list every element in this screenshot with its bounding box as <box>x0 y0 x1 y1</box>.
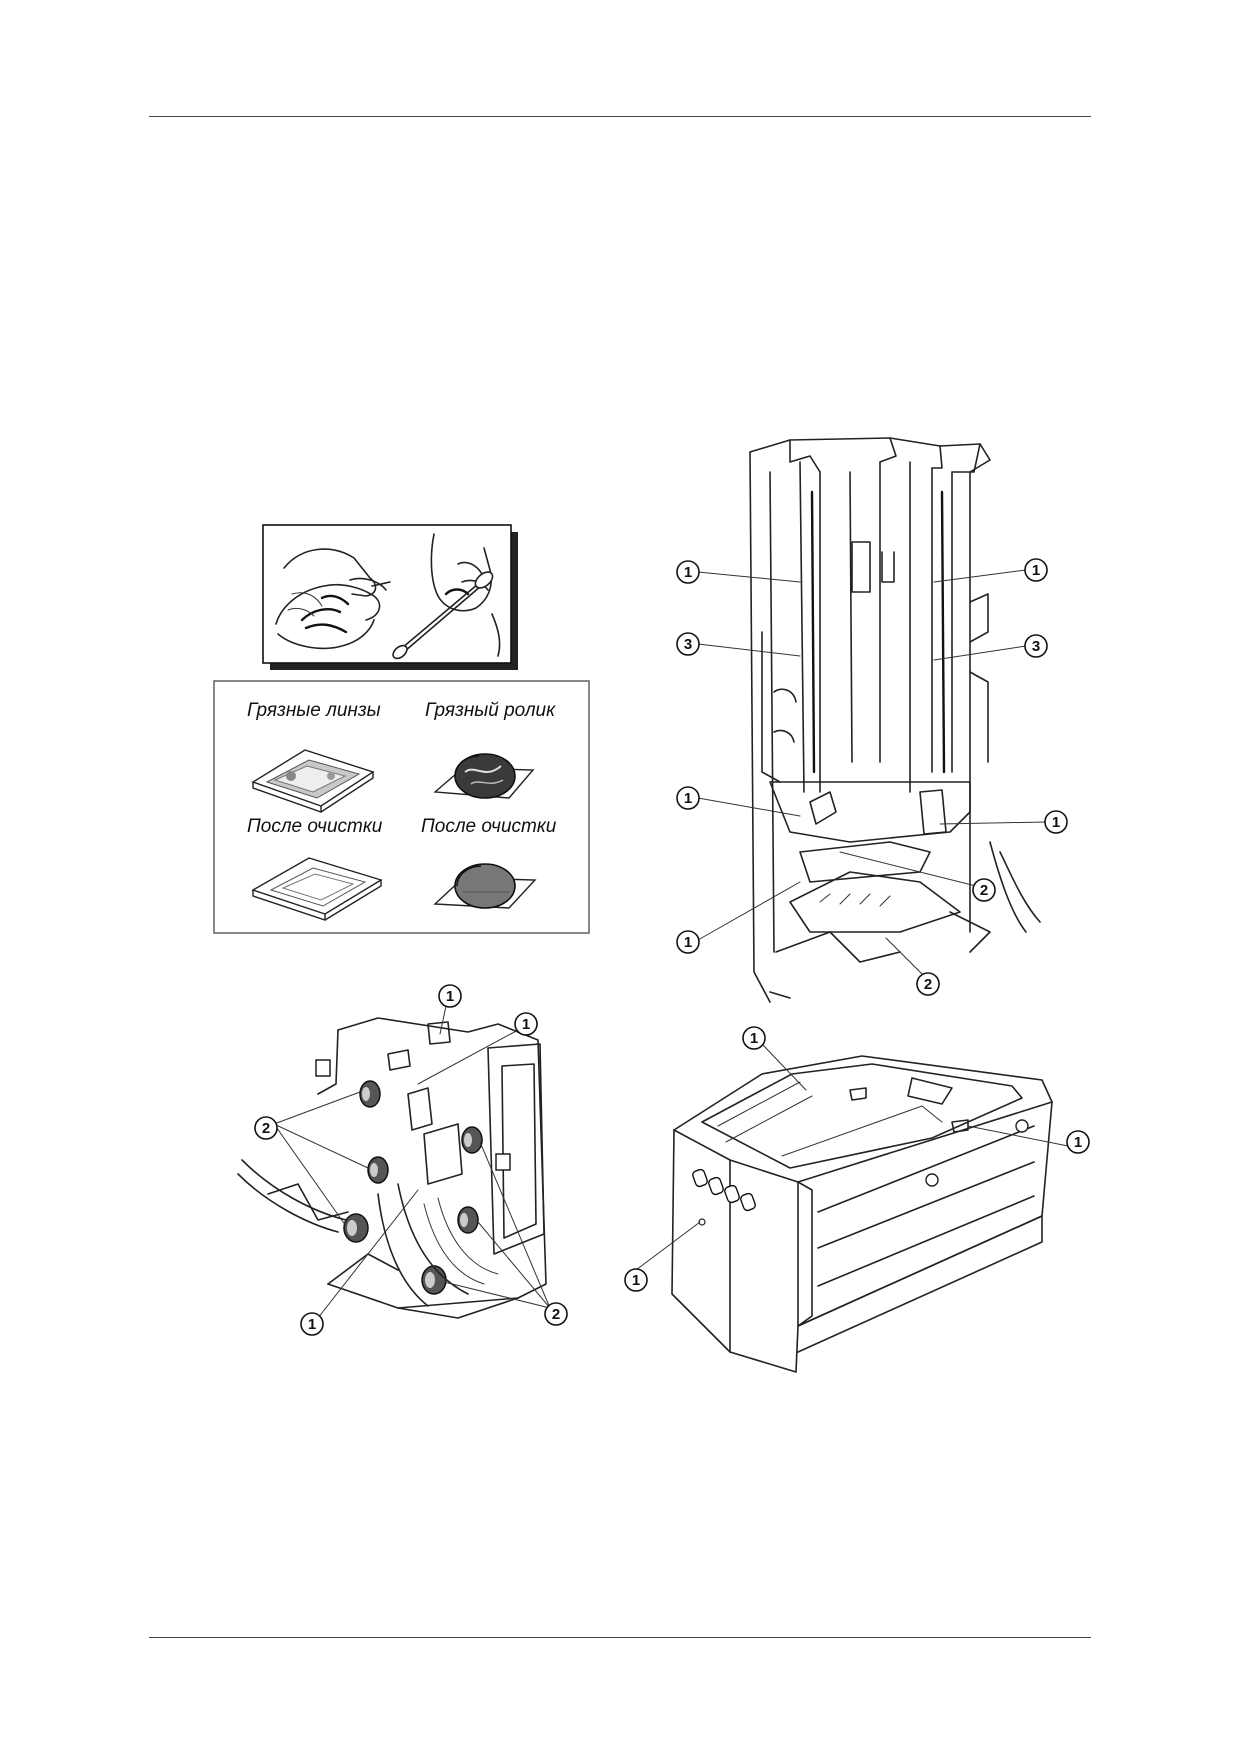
svg-text:1: 1 <box>1074 1134 1082 1151</box>
svg-text:2: 2 <box>262 1120 270 1137</box>
after-roller-caption: После очистки <box>421 816 557 837</box>
svg-text:1: 1 <box>446 988 454 1005</box>
dirty-lens-caption: Грязные линзы <box>247 700 381 721</box>
tower-callout-1b: 1 <box>1024 558 1048 582</box>
dirty-roller-image <box>433 753 535 799</box>
tower-callout-1c: 1 <box>676 786 700 810</box>
lens-roller-panel: Грязные линзы Грязный ролик После очистк… <box>213 680 590 934</box>
left-roller-3 <box>343 1213 369 1243</box>
clean-lens-image <box>251 857 383 921</box>
svg-text:1: 1 <box>750 1030 758 1047</box>
right-callout-1a: 1 <box>742 1026 766 1050</box>
left-module-diagram: 1 1 2 1 2 <box>228 984 608 1346</box>
after-lens-caption: После очистки <box>247 816 383 837</box>
tower-callout-3a: 3 <box>676 632 700 656</box>
svg-text:1: 1 <box>522 1016 530 1033</box>
svg-text:1: 1 <box>632 1272 640 1289</box>
left-callout-1b: 1 <box>514 1012 538 1036</box>
tower-unit-diagram: 1 1 3 3 1 1 2 1 2 <box>670 432 1070 1004</box>
svg-text:2: 2 <box>980 882 988 899</box>
left-roller-2 <box>367 1156 389 1184</box>
svg-text:1: 1 <box>308 1316 316 1333</box>
left-callout-2b: 2 <box>544 1302 568 1326</box>
left-callout-2a: 2 <box>254 1116 278 1140</box>
header-rule <box>149 116 1091 117</box>
tower-callout-1d: 1 <box>1044 810 1068 834</box>
svg-text:1: 1 <box>1032 562 1040 579</box>
svg-text:2: 2 <box>552 1306 560 1323</box>
left-roller-5 <box>457 1206 479 1234</box>
left-roller-4 <box>461 1126 483 1154</box>
svg-text:2: 2 <box>924 976 932 993</box>
tower-callout-1e: 1 <box>676 930 700 954</box>
tower-callout-1a: 1 <box>676 560 700 584</box>
tower-callout-3b: 3 <box>1024 634 1048 658</box>
cleaning-hands-illustration <box>262 524 520 672</box>
dirty-lens-image <box>251 749 375 813</box>
tower-callout-2a: 2 <box>972 878 996 902</box>
right-front-rollers <box>692 1168 756 1212</box>
footer-rule <box>149 1637 1091 1638</box>
left-callout-1a: 1 <box>438 984 462 1008</box>
svg-text:1: 1 <box>684 934 692 951</box>
right-callout-1c: 1 <box>624 1268 648 1292</box>
right-callout-1b: 1 <box>1066 1130 1090 1154</box>
left-roller-6 <box>421 1265 447 1295</box>
svg-text:1: 1 <box>1052 814 1060 831</box>
svg-text:1: 1 <box>684 790 692 807</box>
left-roller-1 <box>359 1080 381 1108</box>
svg-text:3: 3 <box>1032 638 1040 655</box>
svg-text:1: 1 <box>684 564 692 581</box>
clean-roller-image <box>433 863 537 909</box>
svg-text:3: 3 <box>684 636 692 653</box>
left-callout-1c: 1 <box>300 1312 324 1336</box>
right-module-diagram: 1 1 1 <box>622 1026 1098 1378</box>
dirty-roller-caption: Грязный ролик <box>425 700 556 721</box>
tower-callout-2b: 2 <box>916 972 940 996</box>
